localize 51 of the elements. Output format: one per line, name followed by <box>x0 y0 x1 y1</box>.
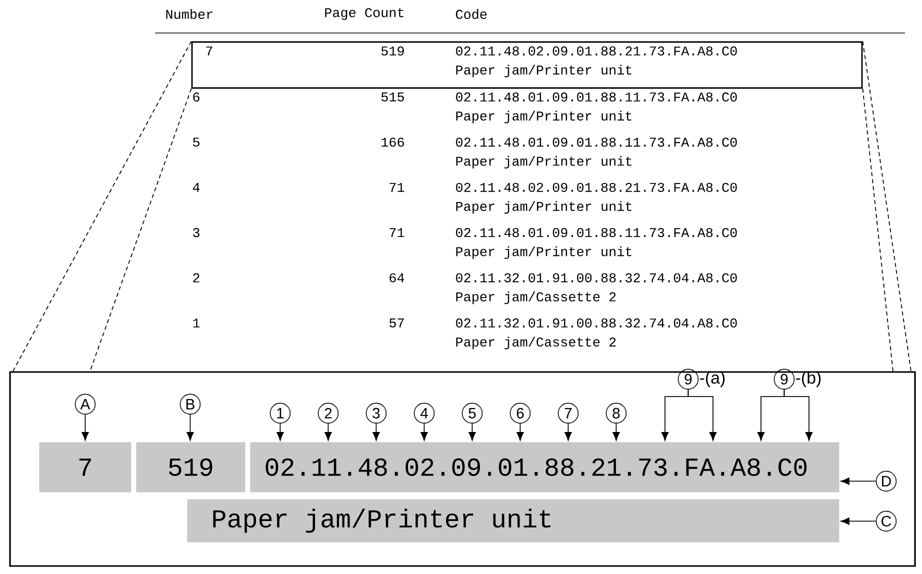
callout-arrow <box>420 423 428 441</box>
zoom-line <box>862 88 894 372</box>
callout-arrow <box>372 423 380 441</box>
count-cell: 57 <box>390 318 404 328</box>
number-cell: 3 <box>193 228 200 238</box>
zoom-line <box>12 40 192 372</box>
callout-arrow <box>186 414 194 441</box>
column-header: Page Count <box>325 8 404 20</box>
code-cell: 02.11.48.02.09.01.88.21.73.FA.A8.C0 <box>456 182 737 192</box>
callout-arrow <box>612 423 620 441</box>
field-box: 02.11.48.02.09.01.88.21.73.FA.A8.C0 <box>250 442 840 492</box>
message-cell: Paper jam/Printer unit <box>456 110 632 124</box>
count-cell: 64 <box>390 273 404 282</box>
number-cell: 5 <box>193 138 200 147</box>
bracket-arrow <box>688 389 717 441</box>
field-box: 7 <box>39 442 132 492</box>
callout-arrow <box>276 423 284 441</box>
code-cell: 02.11.48.01.09.01.88.11.73.FA.A8.C0 <box>456 228 737 238</box>
node-label: -(b) <box>796 371 821 388</box>
code-cell: 02.11.32.01.91.00.88.32.74.04.A8.C0 <box>456 273 737 282</box>
callout-arrow <box>564 423 572 441</box>
message-cell: Paper jam/Printer unit <box>456 246 632 259</box>
code-cell: 02.11.48.01.09.01.88.11.73.FA.A8.C0 <box>456 138 737 147</box>
number-cell: 2 <box>193 273 200 282</box>
callout-arrow <box>82 414 89 441</box>
callout-arrow <box>324 423 332 441</box>
number-cell: 1 <box>193 318 200 328</box>
number-cell: 6 <box>193 92 200 102</box>
zoom-line <box>862 40 912 372</box>
number-cell: 4 <box>192 182 200 192</box>
highlight-frame: 7 519 02.11.48.02.09.01.88.21.73.FA.A8.C0 Paper jam/Printer unit <box>191 41 863 89</box>
message-cell: Paper jam/Cassette 2 <box>456 292 616 304</box>
field-box: 519 <box>136 442 246 492</box>
message-cell: Paper jam/Printer unit <box>456 156 632 168</box>
message-cell: Paper jam/Printer unit <box>456 201 632 214</box>
callout-arrow <box>840 478 876 485</box>
callout-arrow <box>468 423 476 441</box>
count-cell: 71 <box>390 182 404 192</box>
node-label: -(a) <box>700 371 725 388</box>
count-cell: 166 <box>382 138 404 147</box>
callout-arrow <box>516 423 524 441</box>
count-cell: 71 <box>390 228 404 238</box>
zoom-panel <box>9 371 916 567</box>
column-header: Number <box>166 9 212 19</box>
callout-arrow <box>840 518 876 525</box>
bracket-arrow <box>784 389 813 441</box>
message-cell: Paper jam/Cassette 2 <box>456 336 616 350</box>
code-cell: 02.11.32.01.91.00.88.32.74.04.A8.C0 <box>456 318 737 328</box>
column-header: Code <box>456 9 487 19</box>
zoom-line <box>90 88 192 372</box>
field-box: Paper jam/Printer unit <box>187 499 840 542</box>
